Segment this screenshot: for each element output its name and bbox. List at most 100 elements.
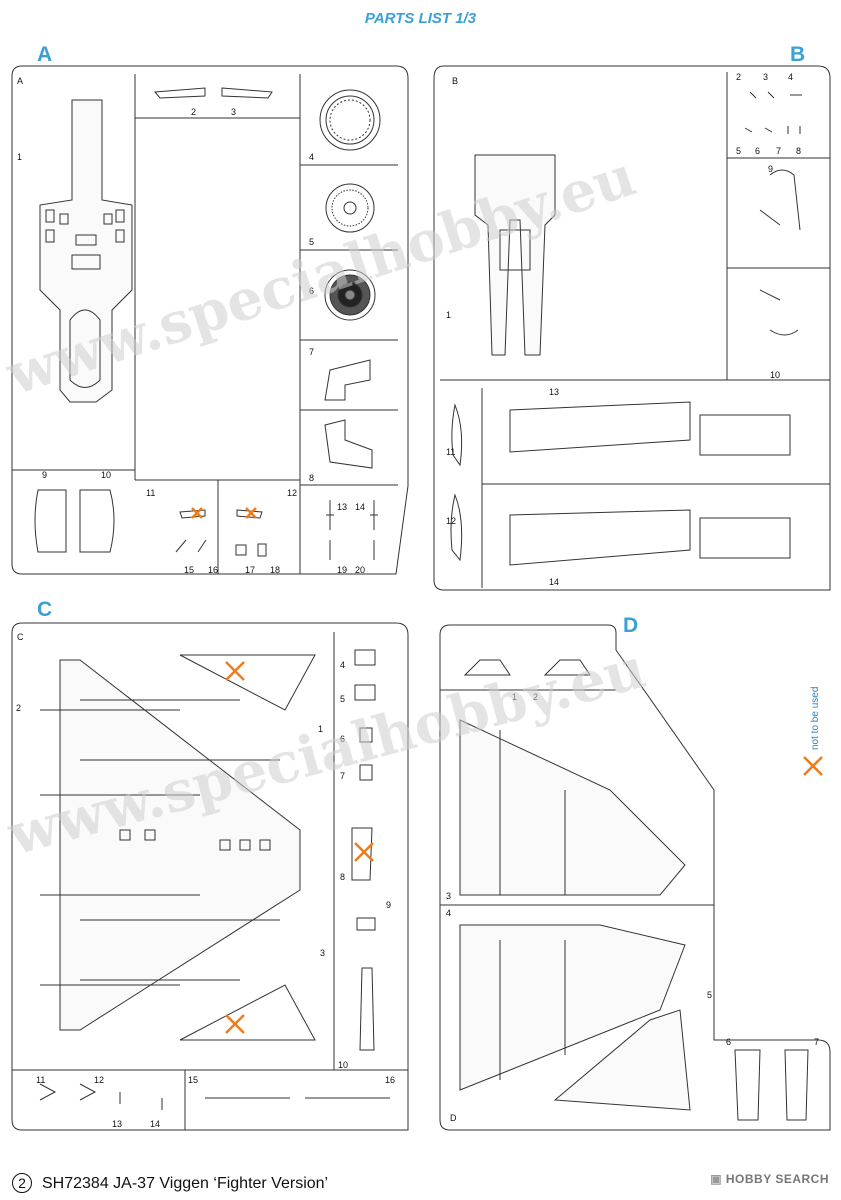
sprue-a-corner-label: A	[17, 76, 23, 86]
d3-tail-half	[459, 719, 686, 896]
part-label-a9: 9	[42, 470, 47, 480]
part-label-b10: 10	[770, 370, 780, 380]
sprue-a-frame	[11, 65, 409, 575]
a2-part	[153, 87, 206, 99]
a9-part	[34, 489, 67, 553]
a8-part	[324, 419, 373, 469]
sprue-c-letter: C	[37, 598, 53, 621]
part-label-b11: 11	[446, 447, 455, 457]
sprue-d-letter: D	[623, 614, 639, 637]
part-label-a12: 12	[287, 488, 297, 498]
part-label-d5: 5	[707, 990, 712, 1000]
a14-part	[370, 500, 378, 530]
a4-intake-ring	[319, 89, 381, 151]
part-label-c4: 4	[340, 660, 345, 670]
sprue-c	[11, 622, 409, 1131]
part-label-a10: 10	[101, 470, 111, 480]
part-label-a7: 7	[309, 347, 314, 357]
c10-part	[359, 967, 375, 1051]
sprue-d	[439, 624, 831, 1131]
c11-part	[39, 1083, 57, 1101]
c8-part	[351, 827, 373, 881]
part-label-c15: 15	[188, 1075, 198, 1085]
d2-part	[543, 659, 591, 676]
part-label-c14: 14	[150, 1119, 160, 1129]
part-label-a2: 2	[191, 107, 196, 117]
c8-not-used-mark	[354, 842, 374, 862]
a3-part	[221, 87, 273, 99]
part-label-d2: 2	[533, 692, 538, 702]
part-label-a1: 1	[17, 152, 22, 162]
a15-part	[175, 539, 207, 553]
part-label-b14: 14	[549, 577, 559, 587]
a17-part	[235, 544, 247, 556]
d4-tail-half	[459, 924, 686, 1091]
d-not-used-cross-icon	[803, 756, 823, 776]
a13-part	[326, 500, 334, 530]
part-label-d6: 6	[726, 1037, 731, 1047]
c1-wing-upper	[40, 659, 301, 1031]
part-label-b12: 12	[446, 516, 456, 526]
part-label-b6: 6	[755, 146, 760, 156]
part-label-a17: 17	[245, 565, 255, 575]
c5-part	[354, 684, 376, 701]
a11-part	[179, 509, 206, 519]
part-label-c11: 11	[36, 1075, 45, 1085]
part-label-a4: 4	[309, 152, 314, 162]
a5-compressor-face	[325, 183, 375, 233]
c7-part	[359, 764, 373, 781]
part-label-a6: 6	[309, 286, 314, 296]
part-label-c8: 8	[340, 872, 345, 882]
d6-part	[734, 1049, 761, 1121]
b13-canopy-frame	[509, 401, 791, 456]
part-label-b1: 1	[446, 310, 451, 320]
sprue-b-letter: B	[790, 43, 806, 66]
part-label-b9: 9	[768, 164, 773, 174]
page-title: PARTS LIST 1/3	[364, 10, 477, 27]
part-label-a18: 18	[270, 565, 280, 575]
c-wing-tip-upper	[179, 654, 316, 711]
d5-fin	[553, 1009, 691, 1111]
c-not-used-mark-1	[225, 661, 245, 681]
c12-part	[79, 1083, 97, 1101]
part-label-a5: 5	[309, 237, 314, 247]
d1-part	[463, 659, 511, 676]
part-label-b2: 2	[736, 72, 741, 82]
part-label-c10: 10	[338, 1060, 348, 1070]
c9-part	[356, 917, 376, 931]
part-label-a14: 14	[355, 502, 365, 512]
d7-part	[784, 1049, 809, 1121]
b12-part	[450, 493, 463, 562]
sprue-b-corner-label: B	[452, 76, 458, 86]
part-label-c12: 12	[94, 1075, 104, 1085]
a11-not-used-mark	[191, 507, 203, 519]
part-label-d4: 4	[446, 908, 451, 918]
part-label-a8: 8	[309, 473, 314, 483]
a10-part	[79, 489, 115, 553]
sprue-c-corner-label: C	[17, 632, 24, 642]
part-label-a15: 15	[184, 565, 194, 575]
part-label-c9: 9	[386, 900, 391, 910]
part-label-c16: 16	[385, 1075, 395, 1085]
part-label-b7: 7	[776, 146, 781, 156]
sprue-d-corner-label: D	[450, 1113, 457, 1123]
part-label-c3: 3	[320, 948, 325, 958]
a18-part	[257, 543, 267, 557]
c6-part	[359, 727, 373, 743]
sprue-d-frame	[439, 624, 831, 1131]
part-label-a11: 11	[146, 488, 155, 498]
kit-title: SH72384 JA-37 Viggen ‘Fighter Version’	[42, 1175, 329, 1192]
sprue-c-frame	[11, 622, 409, 1131]
part-label-c5: 5	[340, 694, 345, 704]
sprue-b-frame	[433, 65, 831, 591]
sprue-a	[11, 65, 409, 575]
part-label-c2: 2	[16, 703, 21, 713]
sprue-b	[433, 65, 831, 591]
not-to-be-used-note: not to be used	[810, 687, 821, 750]
part-label-c1: 1	[318, 724, 323, 734]
part-label-b3: 3	[763, 72, 768, 82]
part-label-c6: 6	[340, 734, 345, 744]
sprue-a-letter: A	[37, 43, 53, 66]
part-label-a20: 20	[355, 565, 365, 575]
